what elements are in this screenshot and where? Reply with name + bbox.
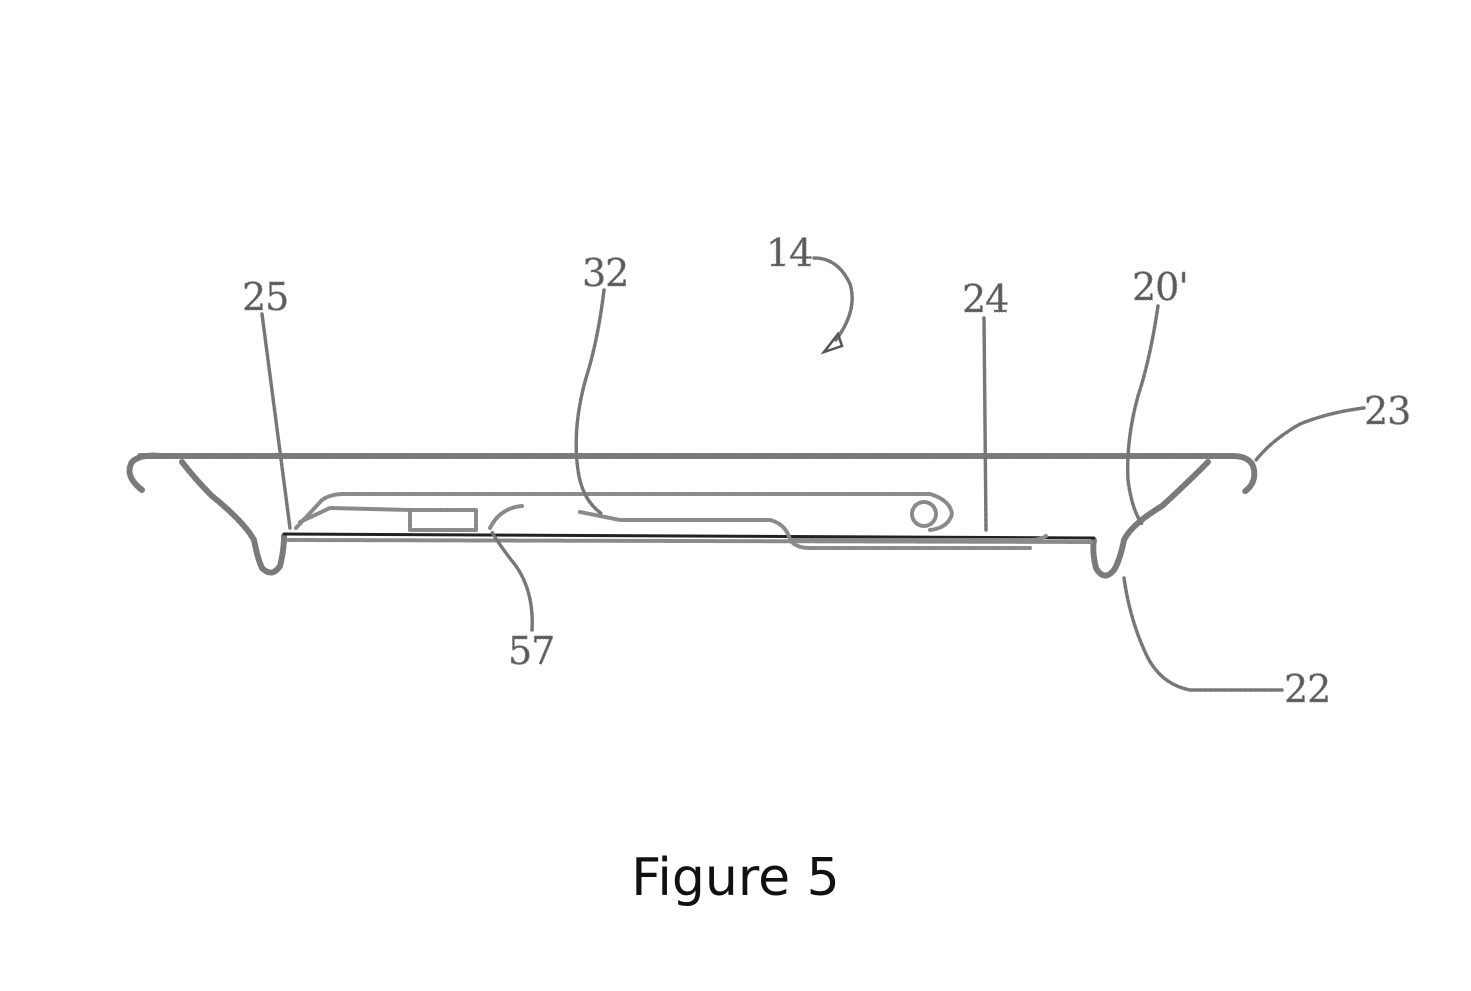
leader-24 <box>984 318 986 530</box>
leader-57 <box>492 532 532 630</box>
label-57: 57 <box>508 629 554 673</box>
label-23: 23 <box>1364 389 1410 433</box>
leader-20p <box>1128 306 1158 524</box>
leader-25 <box>262 314 290 528</box>
label-14: 14 <box>766 231 812 275</box>
tray-body <box>130 456 1255 576</box>
component-outline <box>296 494 952 530</box>
leader-14-arrow <box>814 258 852 340</box>
label-20p: 20' <box>1132 265 1188 309</box>
tray-left-hook <box>130 456 160 490</box>
leader-32 <box>576 290 604 514</box>
label-25: 25 <box>242 275 288 319</box>
label-32: 32 <box>582 251 628 295</box>
label-24: 24 <box>962 277 1008 321</box>
tray-left-wall <box>182 462 284 573</box>
leader-23 <box>1256 408 1364 460</box>
tray-right-wall <box>1093 462 1208 576</box>
component-pivot <box>912 502 936 526</box>
component-inner-line <box>300 508 410 522</box>
leader-14-arrowhead <box>824 334 842 352</box>
figure-caption: Figure 5 <box>0 848 1471 908</box>
tray-right-hook <box>1232 456 1254 492</box>
component-block <box>410 510 476 530</box>
leader-22 <box>1124 578 1282 690</box>
component-curve <box>490 506 522 528</box>
reference-numerals: 25 32 14 24 20' 23 22 57 <box>242 231 1410 711</box>
tray-bottom-line <box>284 534 1094 538</box>
label-22: 22 <box>1284 667 1330 711</box>
